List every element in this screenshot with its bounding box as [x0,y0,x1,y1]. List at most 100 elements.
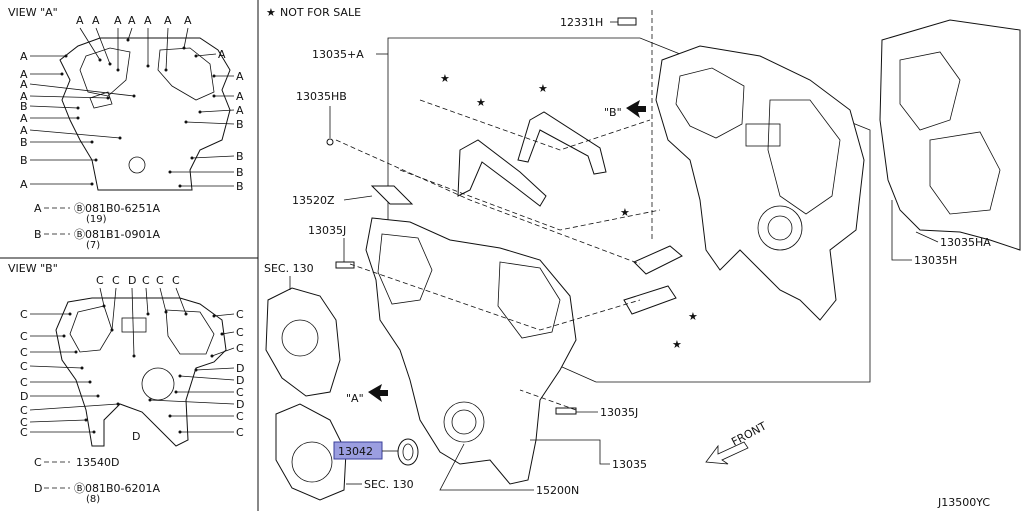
callout-letter: C [20,330,28,343]
leader [891,200,912,261]
callout-letter: B [236,150,244,163]
callout-letter: D [20,390,28,403]
callout-letter: D [236,362,244,375]
star-icon: ★ [476,96,486,109]
callout-letter: B [20,154,28,167]
chain-guide-right [517,111,607,175]
label-12331h: 12331H [560,16,603,29]
callout-letter: A [20,112,28,125]
callout-letter: A [20,178,28,191]
bolt-point [194,54,198,58]
cover-assembly-lower [275,403,347,501]
leader [439,443,534,491]
main-exploded-view: ★ NOT FOR SALE [264,6,1021,509]
legend-d-code: Ⓑ081B0-6201A [74,482,161,495]
bolt-point [98,58,102,62]
legend-c-key: C [34,456,42,469]
leader [95,27,111,65]
callout-letter: C [236,326,244,339]
view-b-bottom-letter: D [132,430,140,443]
assembly-line [349,263,641,331]
assembly-line [419,99,651,151]
label-13035j-top: 13035J [308,224,346,237]
cover-window-right [157,47,215,101]
callout-letter: B [236,180,244,193]
diagram-code: J13500YC [937,496,990,509]
leader [159,287,167,313]
bolt-point [168,170,172,174]
bolt-point [184,120,188,124]
callout-letter: B [236,166,244,179]
callout-letter: C [20,416,28,429]
callout-letter: A [20,50,28,63]
bolt-point [108,62,112,66]
callout-letter: A [20,78,28,91]
leader [183,27,189,49]
engine-block [879,19,1021,251]
oil-seal [397,438,419,466]
oil-seal-inner [402,443,414,461]
label-13035: 13035 [612,458,647,471]
bolt-point [74,350,78,354]
timing-cover-outline-b [55,297,227,447]
callout-letter: A [128,14,136,27]
leader [111,287,117,331]
cover-window [675,67,745,139]
leader [185,121,235,125]
bolt-point [116,68,120,72]
callout-letter: C [20,308,28,321]
view-a-marker: "A" [346,392,364,405]
star-icon: ★ [266,6,276,19]
cover-window [767,99,841,215]
callout-letter: B [236,118,244,131]
cover-pad [89,91,113,109]
engine-detail [929,131,1001,215]
leader [221,331,235,335]
cover-port-inner [767,215,793,241]
view-b-marker: "B" [604,106,622,119]
plug-13035hb [326,138,334,146]
bolt-point [178,430,182,434]
star-icon: ★ [688,310,698,323]
assembly-line [519,389,577,411]
dowel-12331h [617,17,637,26]
leader [131,287,135,357]
leader [175,287,187,315]
water-pump-housing [265,287,341,397]
bolt-point [190,156,194,160]
callout-letter: A [184,14,192,27]
star-icon: ★ [440,72,450,85]
legend-d-key: D [34,482,42,495]
star-icon: ★ [620,206,630,219]
leader [199,109,235,113]
callout-letter: A [20,68,28,81]
label-13035ha: 13035HA [940,236,991,249]
callout-letter: A [236,90,244,103]
bolt-point [90,140,94,144]
leader [213,313,235,317]
bolt-point [132,354,136,358]
label-sec130-bottom: SEC. 130 [364,478,414,491]
timing-cover-outline-a [59,37,231,191]
callout-letter: C [236,410,244,423]
callout-letter: D [236,374,244,387]
bolt-point [80,366,84,370]
legend-b-qty: (7) [86,240,100,251]
bolt-point [182,46,186,50]
bolt-point [94,158,98,162]
front-label: FRONT [729,419,769,448]
callout-letter: C [142,274,150,287]
callout-letter: C [236,308,244,321]
leader [343,195,373,201]
callout-letter: C [20,404,28,417]
bolt-point [178,184,182,188]
label-13042[interactable]: 13042 [338,445,373,458]
bolt-point [118,136,122,140]
callout-letter: C [236,342,244,355]
bolt-point [132,94,136,98]
cover-window-right [165,309,215,355]
leader [79,27,101,61]
highlight-13042 [333,441,383,460]
callout-letter: D [236,398,244,411]
